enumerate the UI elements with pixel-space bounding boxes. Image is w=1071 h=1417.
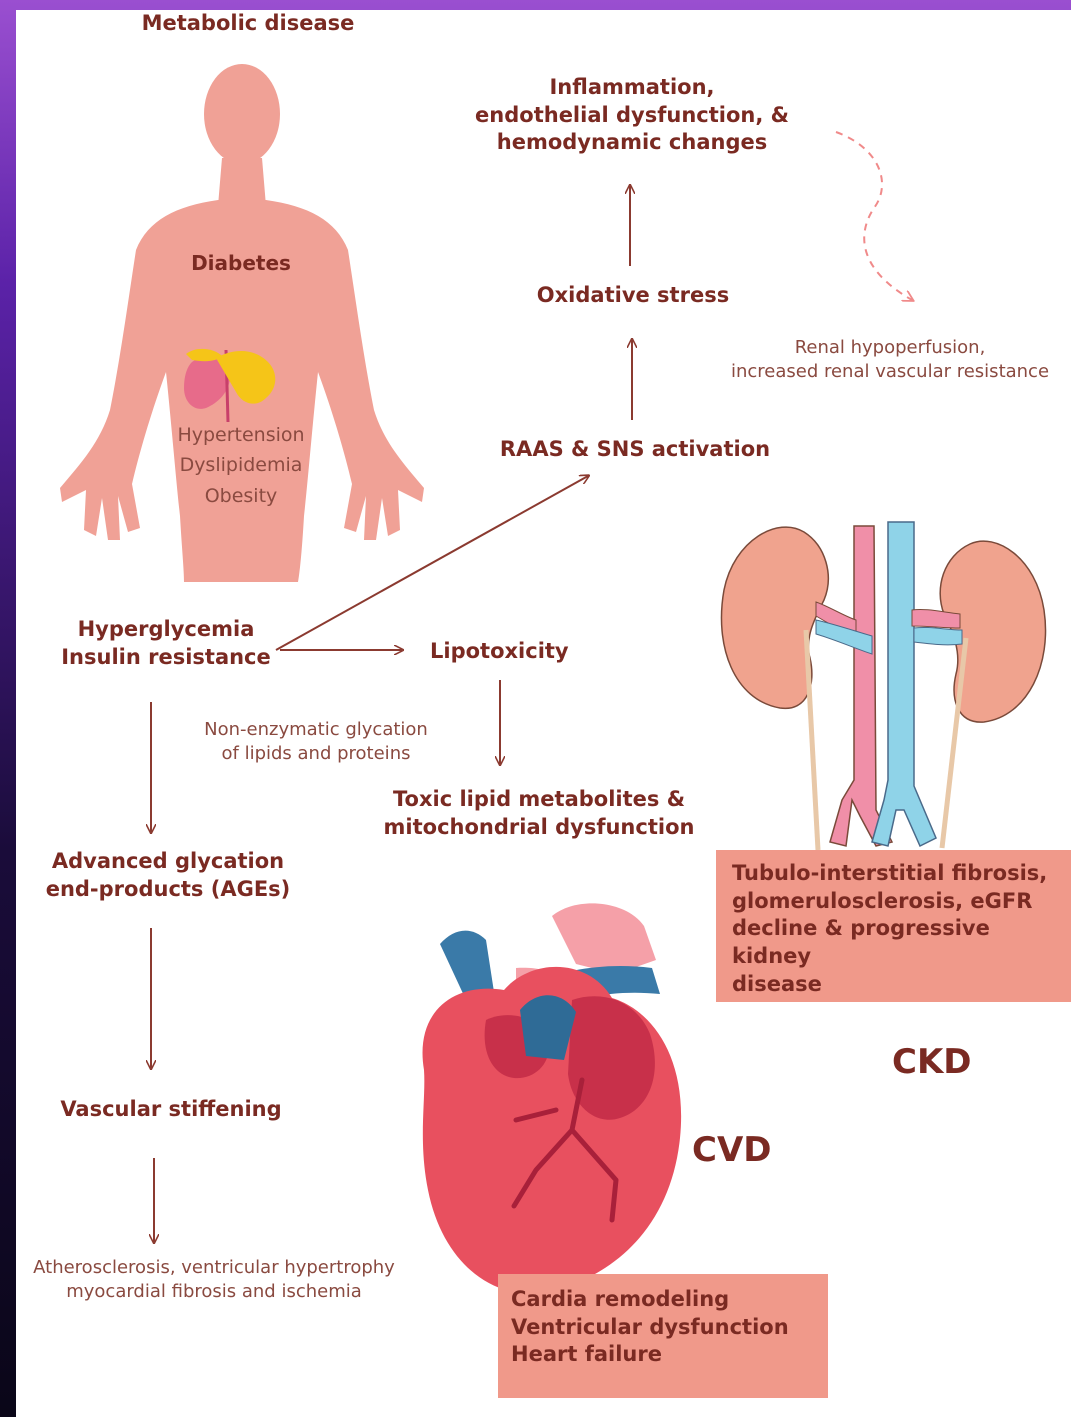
ages-node: Advanced glycation end-products (AGEs) <box>38 848 298 903</box>
renal-node: Renal hypoperfusion, increased renal vas… <box>712 336 1068 384</box>
hyperglycemia-node: Hyperglycemia Insulin resistance <box>46 616 286 671</box>
illustrations <box>16 10 1071 1417</box>
page-title: Metabolic disease <box>128 10 368 38</box>
kidneys-illustration <box>721 522 1045 850</box>
lipotoxicity-node: Lipotoxicity <box>430 638 630 666</box>
oxidative-stress-node: Oxidative stress <box>518 282 748 310</box>
toxic-lipid-node: Toxic lipid metabolites & mitochondrial … <box>374 786 704 841</box>
ckd-outcome-text: Tubulo-interstitial fibrosis, glomerulos… <box>732 860 1071 999</box>
heart-illustration <box>423 903 682 1293</box>
inflammation-node: Inflammation, endothelial dysfunction, &… <box>462 74 802 157</box>
diagram-canvas: Metabolic disease Diabetes Hypertension … <box>16 10 1071 1417</box>
atherosclerosis-node: Atherosclerosis, ventricular hypertrophy… <box>16 1256 418 1304</box>
cvd-outcome-box: Cardia remodeling Ventricular dysfunctio… <box>498 1274 828 1398</box>
ckd-outcome-box: Tubulo-interstitial fibrosis, glomerulos… <box>716 850 1071 1002</box>
glycation-note: Non-enzymatic glycation of lipids and pr… <box>166 718 466 766</box>
cvd-outcome-text: Cardia remodeling Ventricular dysfunctio… <box>511 1286 821 1369</box>
dashed-pink-arrow <box>836 132 912 300</box>
cvd-label: CVD <box>692 1128 812 1173</box>
ckd-label: CKD <box>892 1040 1012 1085</box>
raas-node: RAAS & SNS activation <box>490 436 780 464</box>
vascular-stiffening-node: Vascular stiffening <box>36 1096 306 1124</box>
conditions-label: Hypertension Dyslipidemia Obesity <box>156 420 326 511</box>
diabetes-label: Diabetes <box>166 250 316 276</box>
